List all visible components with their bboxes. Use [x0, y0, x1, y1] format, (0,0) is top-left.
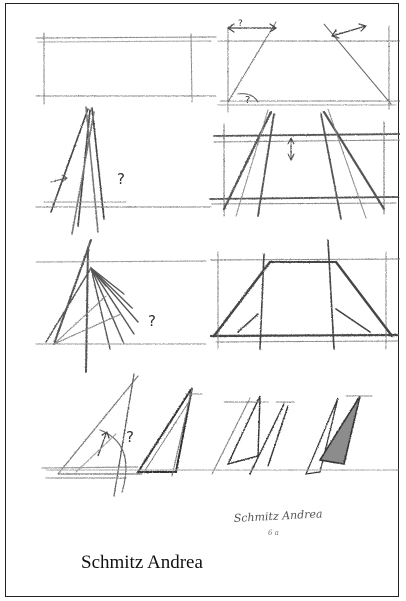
question-mark-1: ?	[245, 95, 250, 106]
sketch-line-fan	[36, 240, 206, 372]
question-mark-5: ?	[238, 19, 243, 29]
drawing-frame: ? ? ? ? ? Schmitz Andrea 6 a Schmitz And…	[5, 3, 399, 597]
question-mark-2: ?	[117, 170, 125, 188]
sketch-rectangle	[36, 33, 216, 104]
handwritten-signature-sub: 6 a	[268, 529, 279, 537]
width-arrow-left	[228, 24, 276, 32]
width-arrow-right	[332, 24, 366, 38]
author-caption: Schmitz Andrea	[81, 552, 203, 574]
pencil-sketch-sheet: ? ? ? ? ? Schmitz Andrea 6 a	[6, 4, 400, 598]
sketch-trapezoid-filled	[211, 240, 400, 349]
sketch-rectangle-angles	[210, 109, 400, 219]
question-mark-4: ?	[126, 428, 134, 446]
question-mark-3: ?	[148, 312, 156, 330]
handwritten-signature: Schmitz Andrea	[233, 507, 322, 525]
sketch-triangle-row	[138, 388, 372, 476]
